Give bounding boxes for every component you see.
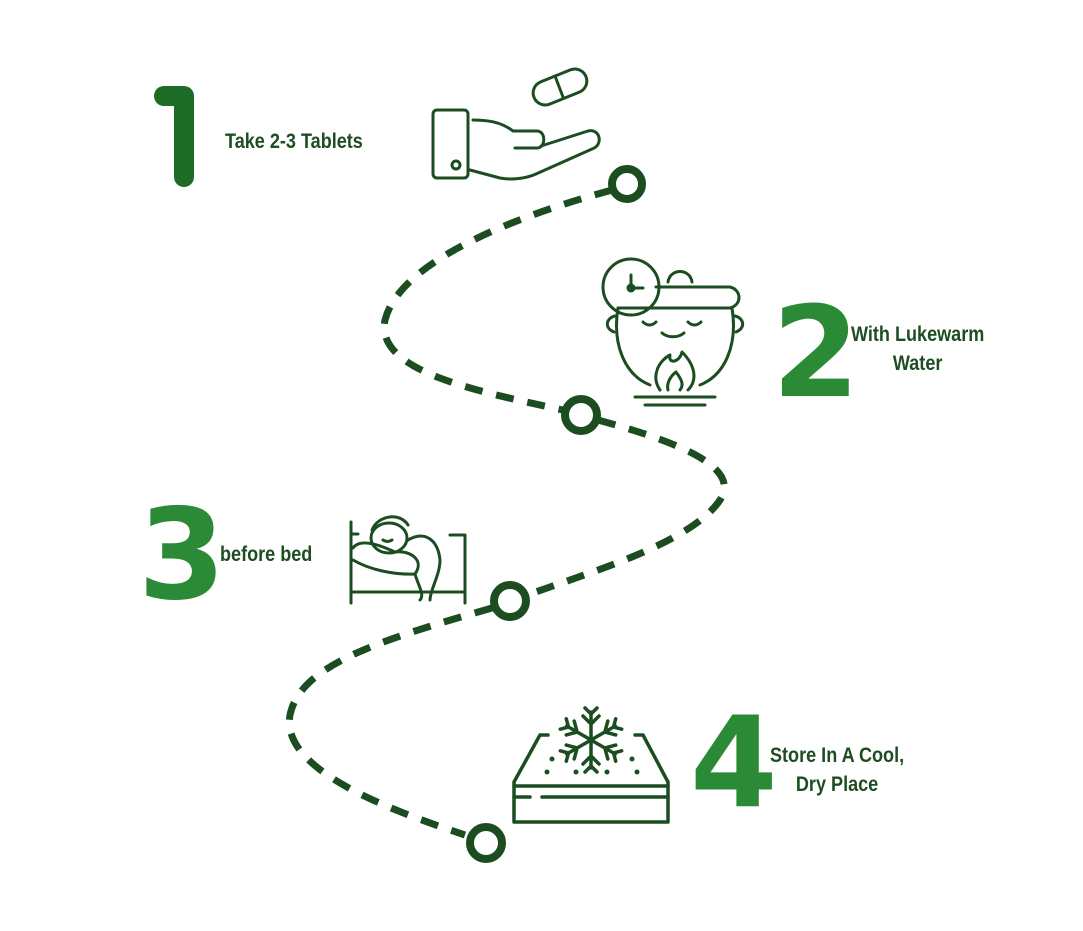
step-2-number: 2 [772,279,860,426]
step-3-number: 3 [138,481,226,628]
step-4-number: 4 [690,689,778,836]
waypoint-3 [490,581,530,621]
sleeping-person-icon [349,515,467,605]
waypoint-1 [608,165,646,203]
waypoints [466,165,646,863]
step-3-label: before bed [220,540,312,569]
step-2-label-line-2: Water [892,352,943,375]
step-2-label-line-1: With Lukewarm [851,323,985,346]
step-1-label-line: Take 2-3 Tablets [225,130,363,153]
step-1-number-shape [154,86,194,187]
pot-timer-icon [601,257,745,407]
hand-pill-icon [431,67,601,181]
snowflake-box-icon [512,706,670,824]
step-4-label-line-2: Dry Place [795,773,879,796]
step-4-label: Store In A Cool, Dry Place [770,741,904,799]
step-3-label-line: before bed [220,543,313,566]
step-1-label: Take 2-3 Tablets [225,127,363,156]
waypoint-4 [466,823,506,863]
dashed-path [285,186,728,839]
waypoint-2 [561,395,601,435]
step-2-label: With Lukewarm Water [851,320,984,378]
step-4-label-line-1: Store In A Cool, [770,744,905,767]
